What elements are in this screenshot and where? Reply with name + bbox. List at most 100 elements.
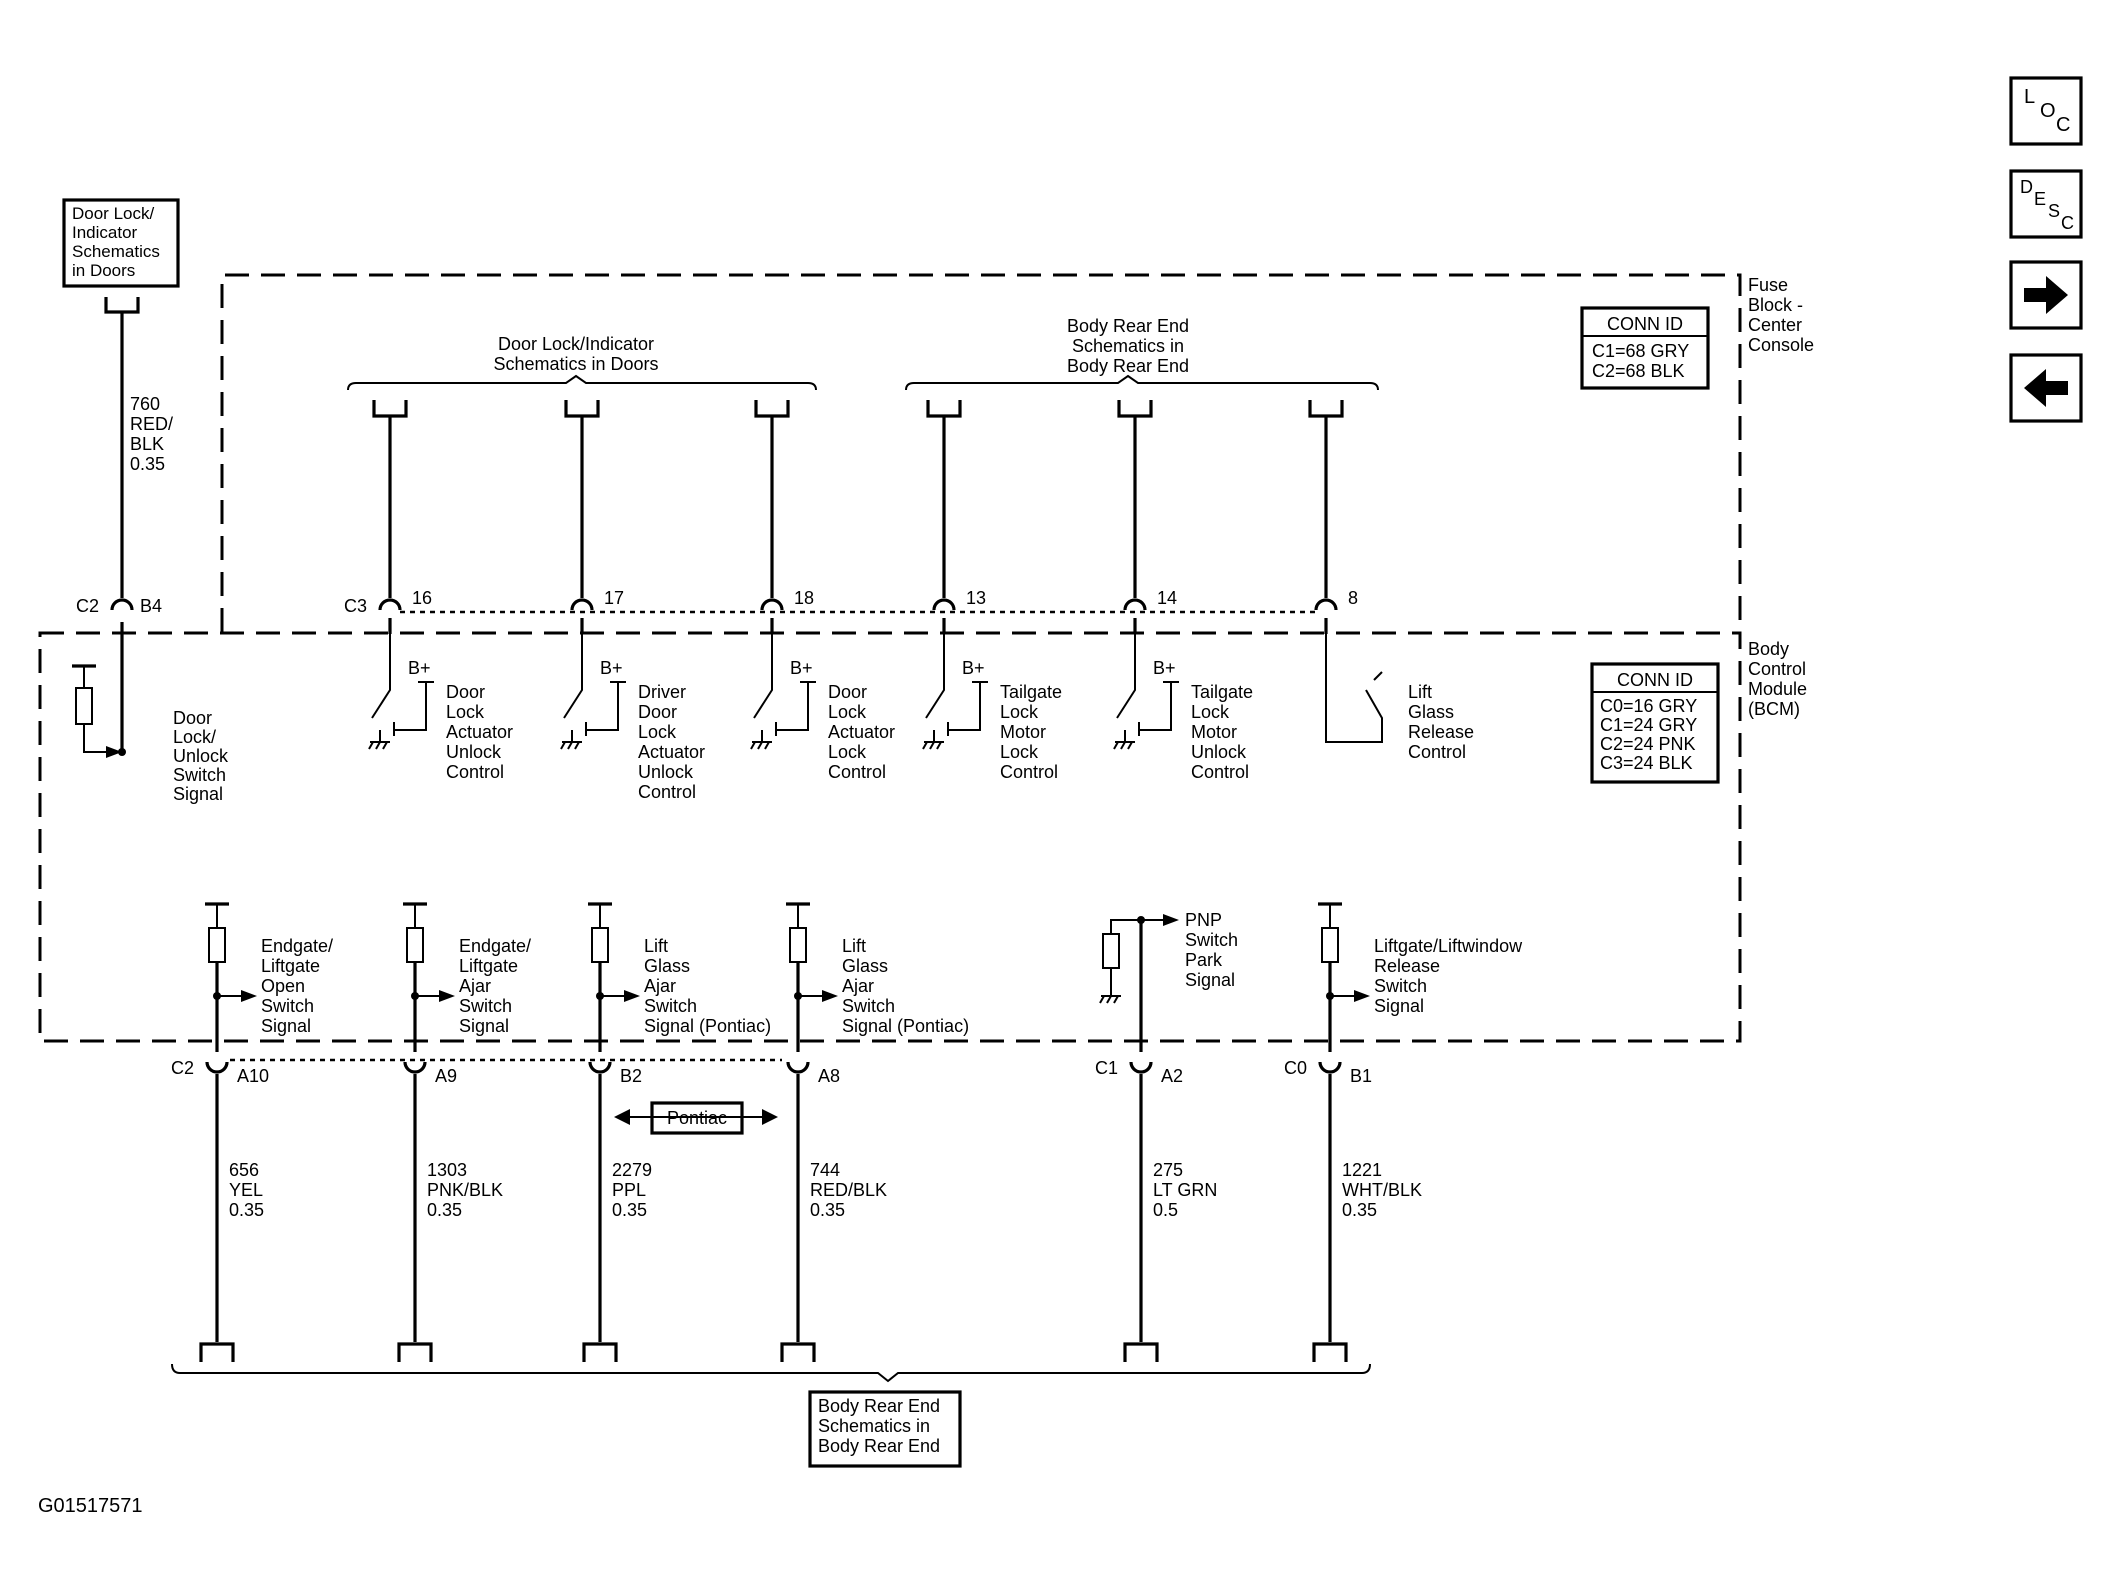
pin-number: B2 [620,1066,642,1086]
ground-icon [560,741,582,750]
signal-label: Glass [644,956,690,976]
circuit-label: Release [1408,722,1474,742]
resistor-icon [1321,927,1339,963]
connector-cavity [403,1061,427,1074]
terminal-icon [1123,1342,1159,1362]
circuit-label: Lock [1191,702,1230,722]
svg-text:Pontiac: Pontiac [667,1108,727,1128]
signal-label: Endgate/ [261,936,333,956]
b-plus-label: B+ [1153,658,1176,678]
pin-number: 17 [604,588,624,608]
resistor-icon [1102,933,1120,969]
loc-button[interactable]: L O C [2009,76,2083,146]
svg-text:CONN ID: CONN ID [1607,314,1683,334]
door-lock-unlock-switch-signal-label: Door Lock/ Unlock Switch Signal [173,708,229,804]
svg-text:C3=24 BLK: C3=24 BLK [1600,753,1693,773]
wire-label: 0.35 [810,1200,845,1220]
svg-text:C2=68 BLK: C2=68 BLK [1592,361,1685,381]
connector-cavity [760,598,784,611]
ground-icon [750,741,772,750]
svg-text:C2=24 PNK: C2=24 PNK [1600,734,1696,754]
ground-icon [922,741,944,750]
loc-letter: C [2056,114,2070,136]
desc-letter: C [2061,213,2074,233]
signal-label: Liftgate/Liftwindow [1374,936,1523,956]
terminal-icon [1312,1342,1348,1362]
circuit-label: Unlock [446,742,502,762]
circuit-label: Lock [1000,702,1039,722]
svg-text:C1=68 GRY: C1=68 GRY [1592,341,1689,361]
bcm-outline [38,631,1742,1043]
svg-text:Switch: Switch [173,765,226,785]
signal-label: Signal [1185,970,1235,990]
svg-text:Block -: Block - [1748,295,1803,315]
pin-number: A9 [435,1066,457,1086]
svg-text:Lock/: Lock/ [173,727,216,747]
svg-text:B4: B4 [140,596,162,616]
arrow-icon [439,990,455,1002]
desc-letter: D [2020,177,2033,197]
conn-id-fuse-block: CONN ID C1=68 GRY C2=68 BLK [1580,306,1710,390]
signal-label: Switch [1185,930,1238,950]
prev-button[interactable] [2009,353,2083,423]
svg-text:in Doors: in Doors [72,261,135,280]
svg-text:Unlock: Unlock [173,746,229,766]
connector-cavity [1318,1061,1342,1074]
connector-cavity [932,598,956,611]
signal-label: Switch [261,996,314,1016]
desc-button[interactable]: D E S C [2009,169,2083,239]
connector-cavity [588,1061,612,1074]
connector-id: C2 [171,1058,194,1078]
circuit-label: Control [1191,762,1249,782]
svg-text:Module: Module [1748,679,1807,699]
wire-label: PPL [612,1180,646,1200]
wire-label: 0.35 [229,1200,264,1220]
signal-label: Ajar [644,976,676,996]
bcm-label: Body Control Module (BCM) [1748,639,1807,719]
pin-number: 16 [412,588,432,608]
circuit-label: Unlock [638,762,694,782]
svg-text:Fuse: Fuse [1748,275,1788,295]
svg-text:Body Rear End: Body Rear End [1067,316,1189,336]
pin-number: A8 [818,1066,840,1086]
connector-id: C3 [344,596,367,616]
svg-text:CONN ID: CONN ID [1617,670,1693,690]
circuit-label: Motor [1191,722,1237,742]
signal-label: Switch [459,996,512,1016]
svg-text:760: 760 [130,394,160,414]
svg-text:Control: Control [1748,659,1806,679]
pin-number: B1 [1350,1066,1372,1086]
signal-label: Lift [842,936,866,956]
circuit-label: Control [638,782,696,802]
wire-label: 744 [810,1160,840,1180]
circuit-label: Driver [638,682,686,702]
resistor-icon [789,927,807,963]
svg-text:Door Lock/: Door Lock/ [72,204,154,223]
wire-label: 656 [229,1160,259,1180]
circuit-label: Lock [828,742,867,762]
signal-label: Ajar [459,976,491,996]
loc-letter: L [2024,86,2035,108]
bottom-circuit-B1: Liftgate/LiftwindowReleaseSwitchSignalC0… [1284,902,1523,1362]
ground-icon [1099,995,1121,1004]
fuse-block-outline [220,273,1742,633]
connector-cavity [570,598,594,611]
connector-cavity [1314,598,1338,611]
wire-label: 275 [1153,1160,1183,1180]
signal-label: Glass [842,956,888,976]
b-plus-label: B+ [408,658,431,678]
ref-box-door-lock-indicator: Door Lock/ Indicator Schematics in Doors [62,198,180,288]
svg-text:C1=24 GRY: C1=24 GRY [1600,715,1697,735]
next-button[interactable] [2009,260,2083,330]
svg-text:Door: Door [173,708,212,728]
connector-cavity [378,598,402,611]
ground-icon [1113,741,1135,750]
